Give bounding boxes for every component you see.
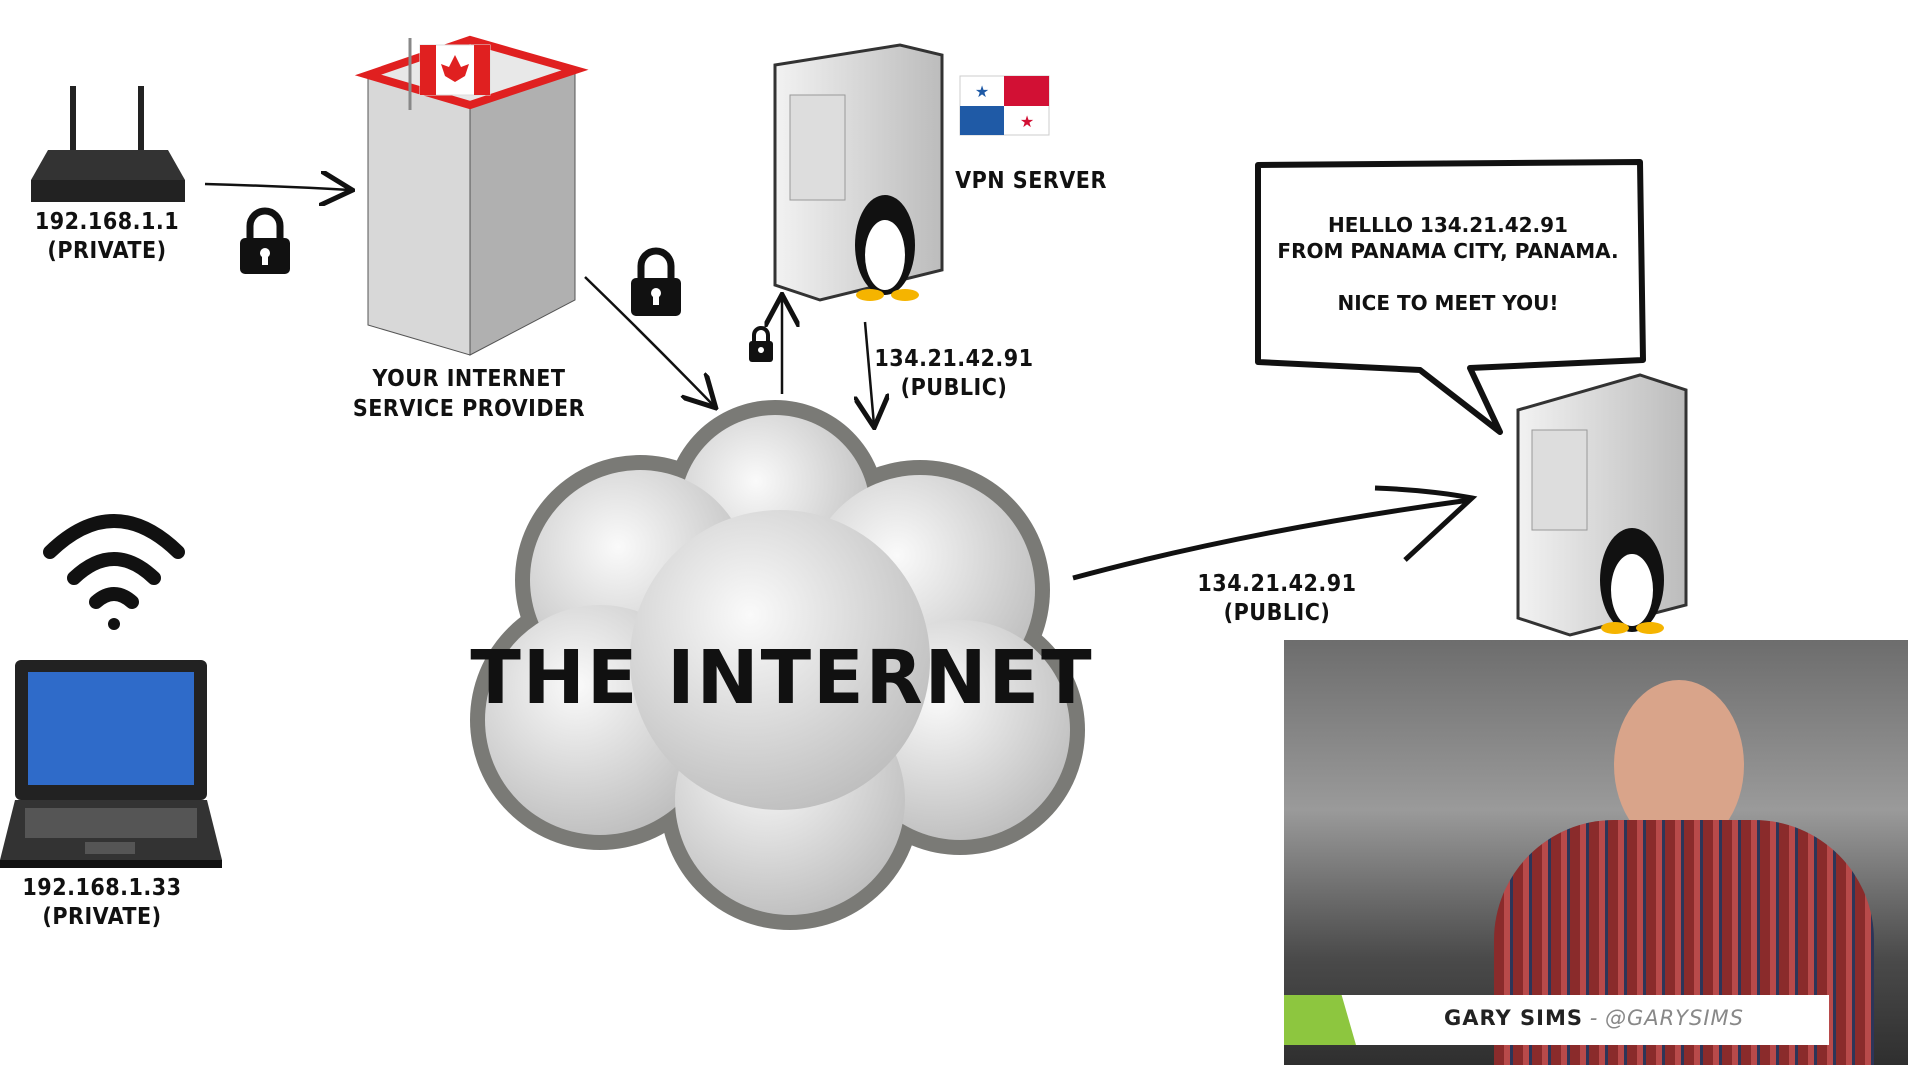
caption-separator: - [1589,1006,1599,1030]
svg-text:★: ★ [975,82,989,101]
panama-flag: ★★ [959,75,1050,136]
vpn-type-label: (PUBLIC) [900,375,1008,401]
arrow-cloud-to-destination [1072,497,1471,581]
bubble-text: HELLLO 134.21.42.91 FROM PANAMA CITY, PA… [1258,212,1638,316]
destination-type-label: (PUBLIC) [1223,600,1331,626]
speech-bubble [1255,159,1646,435]
svg-text:★: ★ [1020,112,1034,131]
router-ip-label: 192.168.1.1 [34,209,180,235]
laptop-icon [0,660,222,868]
router-icon [31,86,185,202]
isp-label-line1: YOUR INTERNET [372,366,566,392]
vpn-server-label: VPN SERVER [955,168,1107,194]
lock-icon [631,247,681,316]
destination-ip-label: 134.21.42.91 [1197,571,1357,597]
arrow-vpn-to-cloud [865,321,874,425]
name-banner [1284,995,1829,1045]
arrow-router-to-isp [204,184,350,190]
presenter-name: GARY SIMS [1444,1006,1583,1030]
vpn-ip-label: 134.21.42.91 [874,346,1034,372]
laptop-type-label: (PRIVATE) [42,904,162,930]
internet-label: THE INTERNET [470,635,1094,721]
lock-icon [240,207,290,274]
lock-icon [749,326,773,362]
bubble-line1: HELLLO 134.21.42.91 [1328,213,1568,237]
bubble-line3: NICE TO MEET YOU! [1337,291,1559,315]
router-type-label: (PRIVATE) [47,238,167,264]
presenter-caption: GARY SIMS - @GARYSIMS [1444,1006,1744,1030]
wifi-icon [43,514,185,630]
arrow-isp-to-cloud [584,276,714,406]
destination-server-icon [1516,373,1688,637]
presenter-handle: @GARYSIMS [1604,1006,1744,1030]
isp-label-line2: SERVICE PROVIDER [352,396,586,422]
vpn-server-icon [773,43,944,302]
isp-building-icon [354,35,589,356]
bubble-line2: FROM PANAMA CITY, PANAMA. [1277,239,1619,263]
laptop-ip-label: 192.168.1.33 [22,875,182,901]
internet-cloud-icon [470,400,1085,930]
